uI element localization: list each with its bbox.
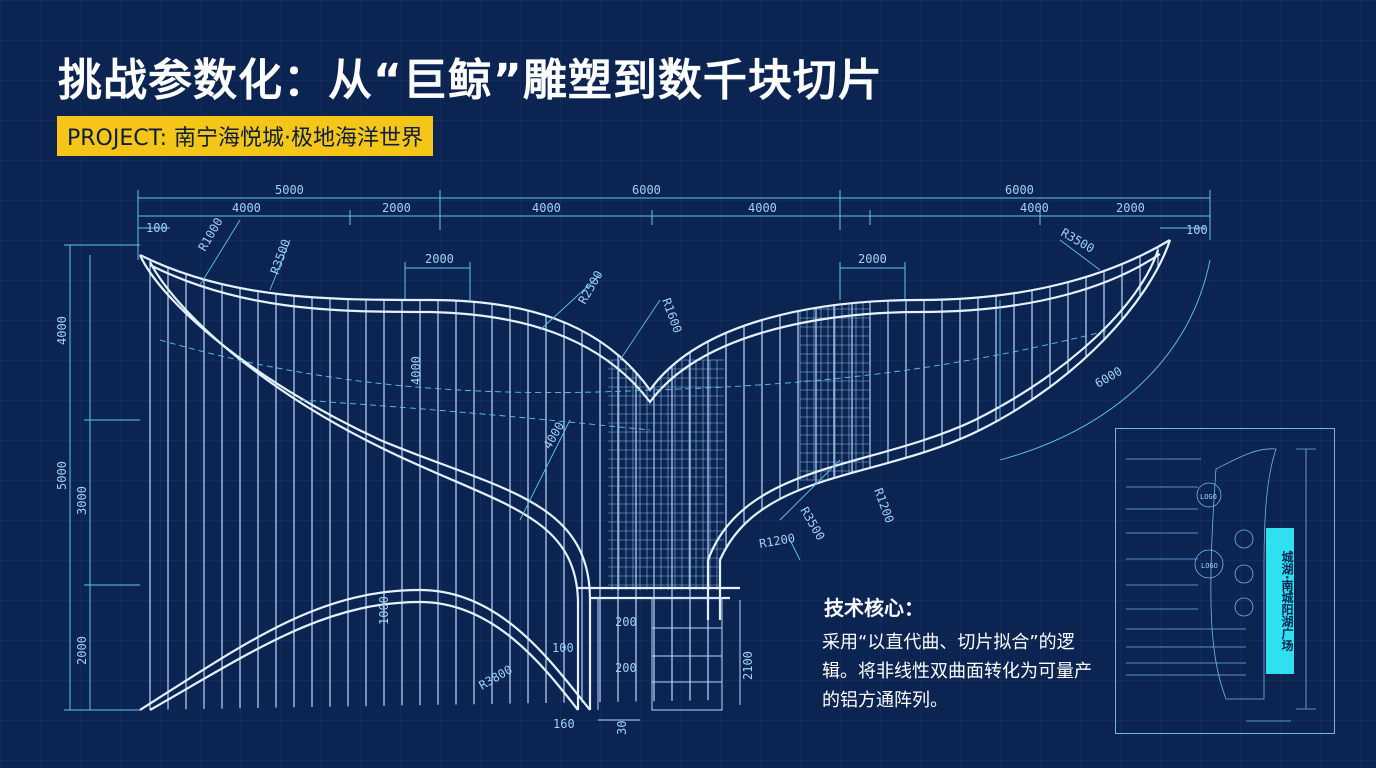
misc-label-6: 100 — [552, 641, 574, 655]
top-dimensions — [137, 190, 1211, 300]
dim-top-2: 6000 — [632, 183, 661, 197]
dim-second-3: 4000 — [532, 201, 561, 215]
dim-top-1: 5000 — [275, 183, 304, 197]
dim-second-1: 4000 — [232, 201, 261, 215]
signage-inset: LOGO LOGO — [1115, 428, 1335, 734]
core-body: 采用“以直代曲、切片拟合”的逻辑。将非线性双曲面转化为可量产的铝方通阵列。 — [822, 632, 1092, 711]
project-tag: PROJECT: 南宁海悦城·极地海洋世界 — [57, 116, 434, 156]
misc-label-5: 200 — [615, 661, 637, 675]
base-grid — [597, 597, 741, 721]
radius-label-9: R3800 — [477, 662, 515, 692]
construction-lines — [159, 219, 1211, 561]
radius-label-4: R1600 — [659, 296, 685, 335]
inset-logo-2: LOGO — [1200, 493, 1217, 501]
misc-label-3: 6000 — [1093, 364, 1125, 391]
dim-second-2: 2000 — [382, 201, 411, 215]
left-dimensions — [64, 244, 140, 711]
dim-second-6: 2000 — [1116, 201, 1145, 215]
misc-label-4: 200 — [615, 615, 637, 629]
misc-label-9: 2100 — [741, 651, 755, 680]
dim-left-4: 2000 — [75, 636, 89, 665]
mesh-panel — [608, 299, 871, 590]
misc-label-1: 4000 — [409, 356, 423, 385]
dim-small-left: 100 — [146, 221, 168, 235]
dim-second-4: 4000 — [748, 201, 777, 215]
page-title: 挑战参数化：从“巨鲸”雕塑到数千块切片 — [58, 55, 883, 106]
dim-second-5: 4000 — [1020, 201, 1049, 215]
dim-small-right: 100 — [1186, 223, 1208, 237]
radius-label-7: R3500 — [797, 505, 827, 543]
misc-label-10: 1000 — [377, 596, 391, 625]
radius-label-2: R3500 — [268, 237, 294, 276]
misc-label-2: 4000 — [540, 419, 567, 451]
misc-label-7: 160 — [553, 717, 575, 731]
dim-left-2: 5000 — [55, 461, 69, 490]
misc-label-8: 30 — [615, 721, 629, 735]
radius-label-6: R1200 — [871, 486, 897, 525]
radius-label-8: R1200 — [758, 531, 796, 551]
radius-label-5: R3500 — [1059, 225, 1097, 255]
signage-drawing: LOGO LOGO — [1126, 448, 1316, 722]
radius-label-1: R1000 — [195, 215, 225, 253]
core-heading: 技术核心： — [824, 596, 924, 620]
radius-label-3: R2500 — [575, 268, 605, 306]
dim-inner-left: 2000 — [425, 252, 454, 266]
dim-top-3: 6000 — [1005, 183, 1034, 197]
sign-vertical-text: 城湖·南城阳湖广场 — [1266, 528, 1294, 674]
dim-left-1: 4000 — [55, 316, 69, 345]
inset-logo-1: LOGO — [1201, 562, 1218, 570]
dim-left-3: 3000 — [75, 486, 89, 515]
dim-inner-right: 2000 — [858, 252, 887, 266]
